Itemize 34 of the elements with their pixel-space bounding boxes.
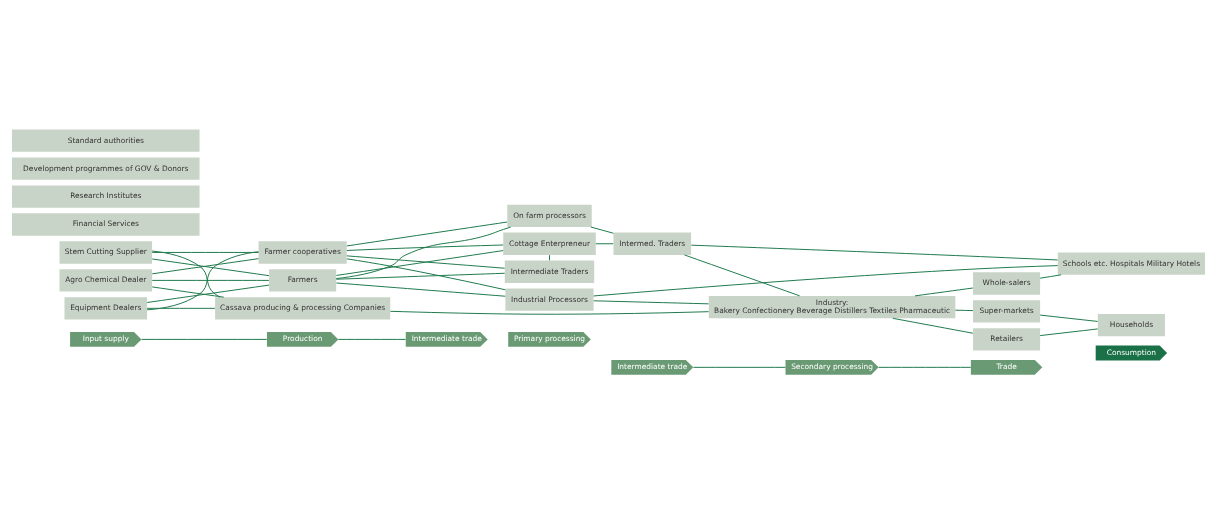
- connector: [892, 317, 974, 334]
- connector: [549, 254, 550, 261]
- connector: [878, 366, 972, 368]
- connector: [346, 257, 506, 290]
- connector: [954, 309, 974, 311]
- connector: [1039, 314, 1099, 322]
- connector: [683, 253, 801, 296]
- connector: [389, 310, 710, 315]
- connector: [590, 226, 614, 234]
- connector: [914, 287, 974, 296]
- connector: [692, 366, 786, 368]
- connector: [690, 244, 1059, 260]
- connector: [151, 251, 259, 253]
- connector: [151, 285, 225, 298]
- connector: [337, 338, 407, 340]
- connector: [335, 249, 504, 276]
- connector: [1039, 273, 1062, 279]
- connector: [595, 242, 614, 244]
- connector: [151, 279, 270, 281]
- connector: [146, 250, 259, 310]
- connector: [1039, 327, 1099, 336]
- connector: [151, 250, 221, 298]
- connector: [346, 254, 506, 269]
- connector: [146, 307, 216, 309]
- connector: [141, 338, 268, 340]
- connector: [335, 272, 506, 280]
- connector: [151, 258, 270, 276]
- connector: [146, 284, 270, 303]
- connector: [593, 299, 710, 304]
- connector: [335, 282, 506, 297]
- connector: [335, 226, 512, 279]
- connector: [151, 257, 259, 274]
- connector: [346, 221, 508, 246]
- connector: [346, 244, 504, 251]
